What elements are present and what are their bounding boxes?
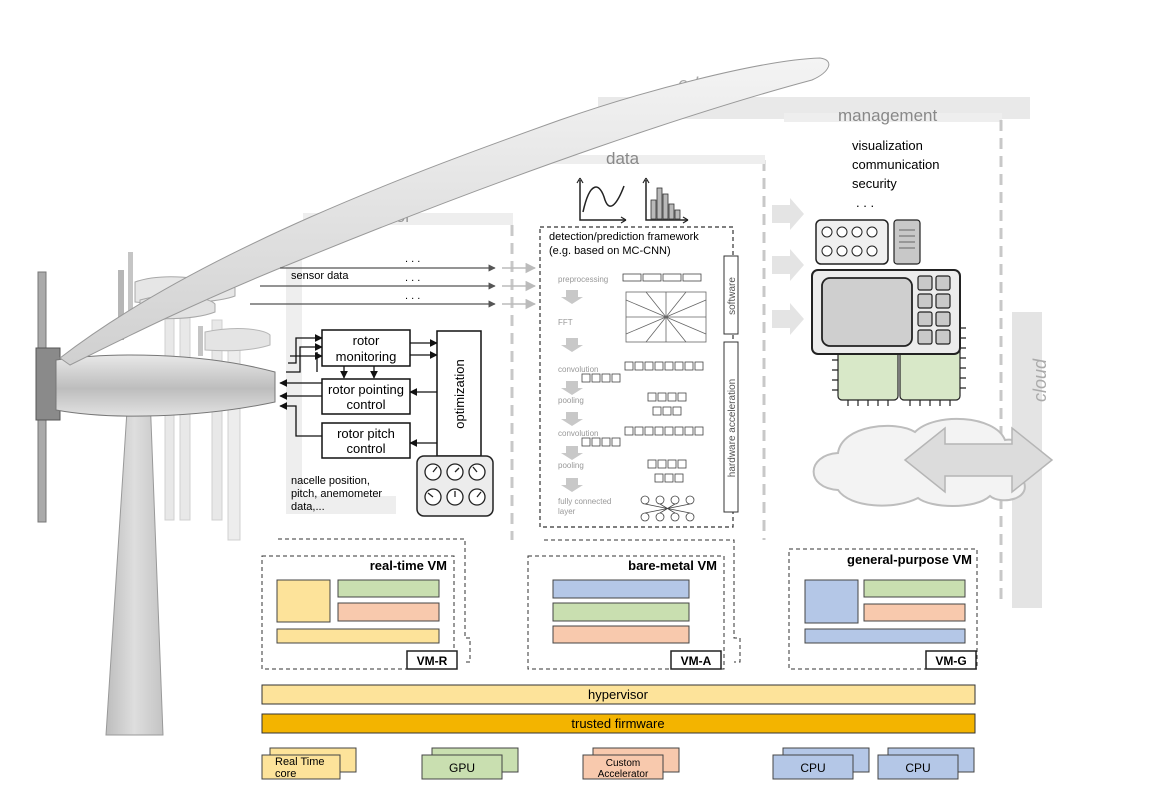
hw-accelerator-line2: Accelerator (598, 769, 649, 780)
sensor-data-label: sensor data (291, 270, 349, 282)
vm-r-title: real-time VM (370, 558, 447, 573)
inputs-note-line3: data,... (291, 501, 325, 513)
wind-turbines (35, 57, 830, 736)
management-item-security: security (852, 176, 897, 191)
stage-fft: FFT (558, 318, 573, 327)
vm-general-purpose: general-purpose VM VM-G (788, 548, 978, 670)
dashboard-icon (815, 219, 921, 265)
stage-preprocessing: preprocessing (558, 275, 608, 284)
ellipsis-1: . . . (405, 253, 420, 265)
data-label: data (606, 149, 640, 168)
pipeline-stages: preprocessing FFT convolution pooling co… (558, 275, 611, 516)
optimization-box: optimization (436, 330, 482, 457)
rotor-monitoring-line1: rotor (353, 333, 380, 348)
hw-custom-accelerator: Custom Accelerator (582, 747, 680, 780)
inputs-note-line2: pitch, anemometer (291, 488, 382, 500)
rotor-monitoring-box: rotor monitoring (321, 329, 411, 367)
stage-convolution-1: convolution (558, 365, 598, 374)
rotor-monitoring-line2: monitoring (336, 349, 397, 364)
sensor-lines: sensor data . . . . . . . . . (250, 253, 537, 310)
vm-g-title: general-purpose VM (847, 552, 972, 567)
hw-realtime-line1: Real Time (275, 756, 325, 768)
rotor-pointing-line1: rotor pointing (328, 382, 404, 397)
stage-pooling-2: pooling (558, 461, 584, 470)
software-label: software (727, 277, 738, 315)
hypervisor-layer: hypervisor (261, 684, 976, 705)
chart-icons (576, 177, 689, 224)
optimization-label: optimization (452, 359, 467, 428)
gauge-panel-icon (416, 455, 494, 517)
rotor-pointing-line2: control (346, 397, 385, 412)
management-item-visualization: visualization (852, 138, 923, 153)
rotor-pitch-box: rotor pitch control (321, 422, 411, 459)
vm-g-tag: VM-G (935, 654, 966, 668)
rotor-pitch-line1: rotor pitch (337, 426, 395, 441)
ellipsis-3: . . . (405, 290, 420, 302)
hw-gpu: GPU (421, 747, 519, 780)
hw-cpu-2-label: CPU (905, 761, 930, 775)
stage-fully-connected: fully connected (558, 497, 611, 506)
vm-a-tag: VM-A (681, 654, 712, 668)
management-items: visualization communication security . .… (852, 138, 939, 210)
rotor-pitch-line2: control (346, 441, 385, 456)
hardware-acceleration-label: hardware acceleration (727, 379, 738, 477)
stage-convolution-2: convolution (558, 429, 598, 438)
management-zone: management (762, 106, 1003, 600)
firmware-label: trusted firmware (571, 716, 664, 731)
ellipsis-2: . . . (405, 272, 420, 284)
firmware-layer: trusted firmware (261, 713, 976, 734)
vm-a-title: bare-metal VM (628, 558, 717, 573)
management-item-more: . . . (856, 195, 874, 210)
hw-cpu-2: CPU (877, 747, 975, 780)
inputs-note-line1: nacelle position, (291, 475, 370, 487)
network-illustration (581, 273, 707, 522)
vm-r-tag: VM-R (417, 654, 448, 668)
inputs-note: nacelle position, pitch, anemometer data… (291, 475, 382, 513)
hw-accelerator-line1: Custom (606, 758, 640, 769)
cloud-label: cloud (1030, 358, 1050, 402)
pipeline-arrows (561, 290, 583, 492)
hw-cpu-1-label: CPU (800, 761, 825, 775)
hw-cpu-1: CPU (772, 747, 870, 780)
vm-real-time: real-time VM VM-R (261, 538, 471, 670)
stage-pooling-1: pooling (558, 396, 584, 405)
framework-box: detection/prediction framework (e.g. bas… (539, 226, 739, 528)
hypervisor-label: hypervisor (588, 687, 649, 702)
hw-gpu-label: GPU (449, 761, 475, 775)
rotor-pointing-box: rotor pointing control (321, 378, 411, 415)
management-item-communication: communication (852, 157, 939, 172)
stage-layer: layer (558, 507, 576, 516)
management-label: management (838, 106, 938, 125)
compute-device-icon (811, 269, 966, 406)
hw-realtime-core: Real Time core (261, 747, 357, 780)
data-to-management-arrows (772, 198, 804, 335)
vm-bare-metal: bare-metal VM VM-A (527, 539, 741, 670)
framework-title-line1: detection/prediction framework (549, 231, 699, 243)
control-flow (279, 334, 438, 447)
framework-title-line2: (e.g. based on MC-CNN) (549, 245, 671, 257)
cloud-icon (812, 417, 1054, 507)
data-zone: data (510, 149, 765, 540)
hw-realtime-line2: core (275, 768, 296, 780)
